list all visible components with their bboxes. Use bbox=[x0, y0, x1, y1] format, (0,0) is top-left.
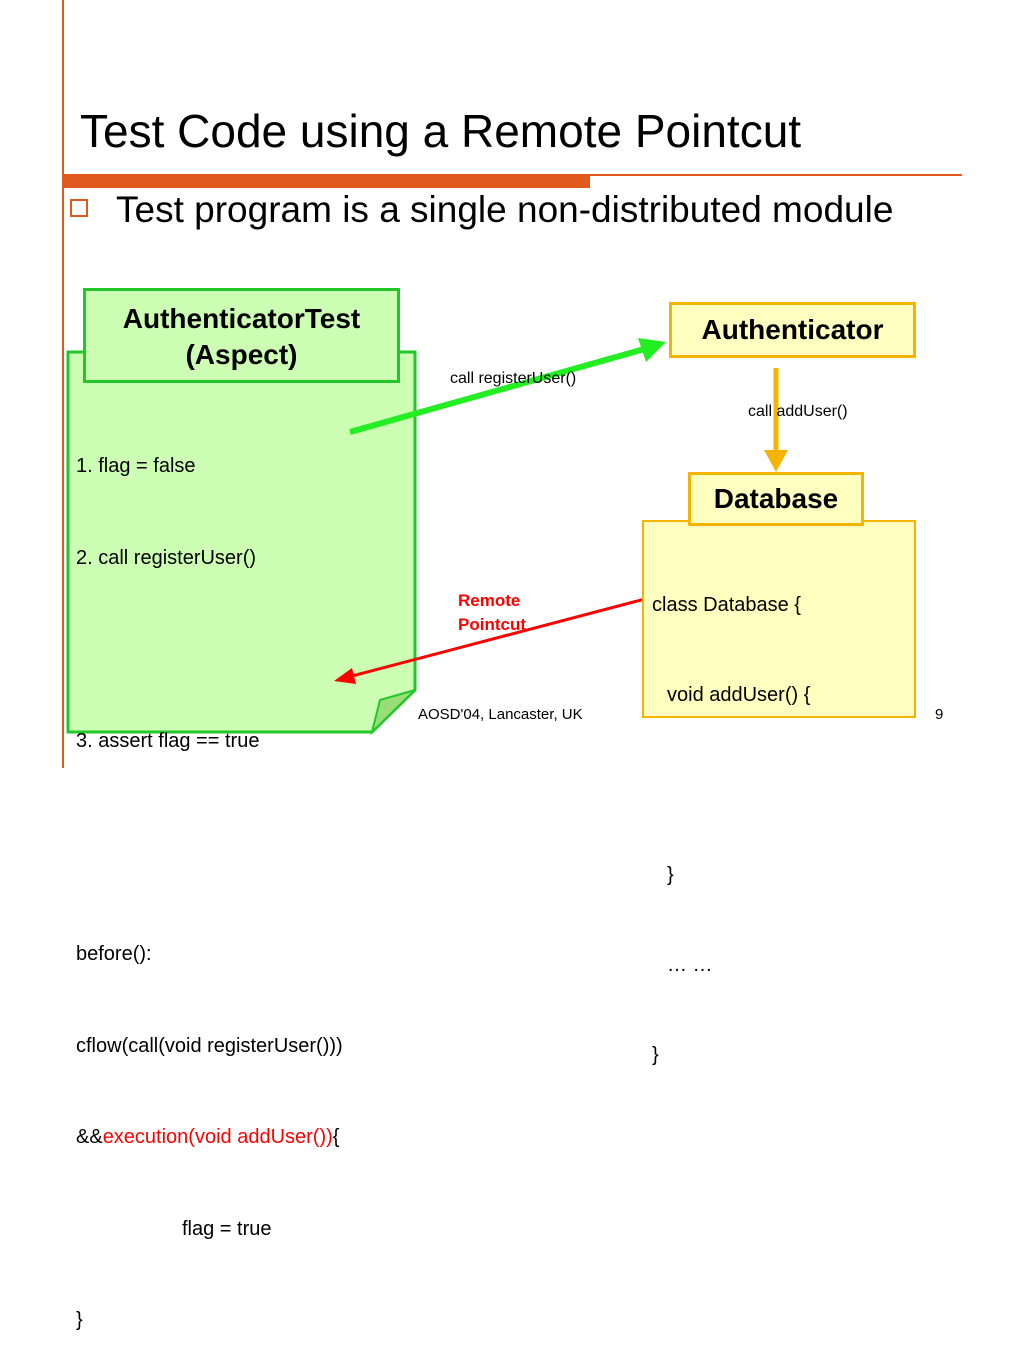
database-box: Database bbox=[688, 472, 864, 526]
aspect-title-line1: AuthenticatorTest bbox=[122, 303, 361, 334]
bullet-text: Test program is a single non-distributed… bbox=[116, 189, 894, 230]
bullet-square-icon bbox=[70, 199, 88, 217]
aspect-code: 1. flag = false 2. call registerUser() 3… bbox=[76, 390, 343, 1366]
call-register-arrow bbox=[349, 345, 649, 435]
database-code: class Database { void addUser() { } … … … bbox=[652, 530, 810, 1100]
aspect-code-line6-pointcut: execution(void addUser()) bbox=[102, 1126, 333, 1148]
remote-pointcut-arrowhead bbox=[334, 668, 356, 684]
footer-text: AOSD'04, Lancaster, UK bbox=[418, 706, 583, 723]
authenticator-box: Authenticator bbox=[669, 302, 916, 358]
aspect-title-line2: (Aspect) bbox=[185, 339, 298, 370]
diagram-shapes bbox=[66, 338, 788, 736]
database-code-line2: void addUser() { bbox=[667, 684, 811, 706]
aspect-code-line1: 1. flag = false bbox=[76, 455, 196, 477]
aspect-title-box: AuthenticatorTest (Aspect) bbox=[83, 288, 400, 383]
aspect-code-line3: 3. assert flag == true bbox=[76, 729, 260, 752]
database-code-line3: } bbox=[667, 864, 674, 886]
slide-title: Test Code using a Remote Pointcut bbox=[80, 105, 802, 157]
remote-pointcut-arrow bbox=[351, 592, 665, 678]
aspect-code-line4: before(): bbox=[76, 943, 152, 965]
aspect-code-line6-suffix: { bbox=[332, 1126, 340, 1148]
database-code-line5: } bbox=[652, 1044, 659, 1066]
title-underline-thick bbox=[62, 174, 590, 188]
call-add-label: call addUser() bbox=[748, 403, 848, 420]
remote-pointcut-label: Remote Pointcut bbox=[458, 589, 526, 637]
remote-label-line2: Pointcut bbox=[458, 615, 526, 634]
title-underline-thin bbox=[590, 174, 962, 176]
aspect-code-line6: &&execution(void addUser()){ bbox=[76, 1122, 343, 1153]
call-register-arrowhead bbox=[638, 338, 666, 362]
aspect-code-line7: flag = true bbox=[182, 1217, 272, 1240]
remote-label-line1: Remote bbox=[458, 591, 521, 610]
left-accent-line bbox=[62, 0, 64, 768]
aspect-code-line5: cflow(call(void registerUser())) bbox=[76, 1034, 343, 1057]
page-number: 9 bbox=[935, 706, 944, 723]
aspect-note-fold bbox=[370, 689, 416, 736]
database-code-line1: class Database { bbox=[652, 594, 801, 616]
call-add-arrowhead bbox=[764, 450, 788, 472]
call-register-label: call registerUser() bbox=[450, 370, 577, 387]
aspect-code-line6-prefix: && bbox=[76, 1126, 103, 1148]
aspect-code-line2: 2. call registerUser() bbox=[76, 546, 257, 569]
aspect-code-line8: } bbox=[76, 1309, 83, 1331]
database-code-line4: … … bbox=[667, 954, 713, 976]
